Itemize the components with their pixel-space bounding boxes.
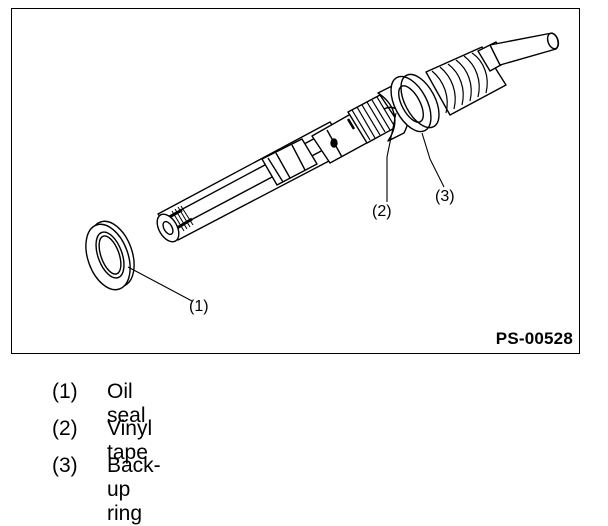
figure-id-label: PS-00528 <box>495 329 573 348</box>
oil-seal <box>85 220 135 291</box>
shaft-illustration <box>85 32 560 302</box>
pinion-shaft <box>156 82 411 243</box>
legend-text: Back-up ring <box>107 454 161 525</box>
helical-gear <box>425 32 560 116</box>
legend-number: (2) <box>52 417 78 440</box>
callout-2: (2) <box>372 203 392 220</box>
legend-text: Vinyl tape <box>107 417 153 464</box>
legend-text: Oil seal <box>107 380 146 427</box>
callout-3: (3) <box>435 188 455 205</box>
legend-number: (1) <box>52 380 78 403</box>
callout-1: (1) <box>189 298 209 315</box>
back-up-ring <box>390 73 440 133</box>
figure-frame: (1) (2) (3) PS-00528 <box>11 8 580 354</box>
legend-number: (3) <box>52 454 78 477</box>
